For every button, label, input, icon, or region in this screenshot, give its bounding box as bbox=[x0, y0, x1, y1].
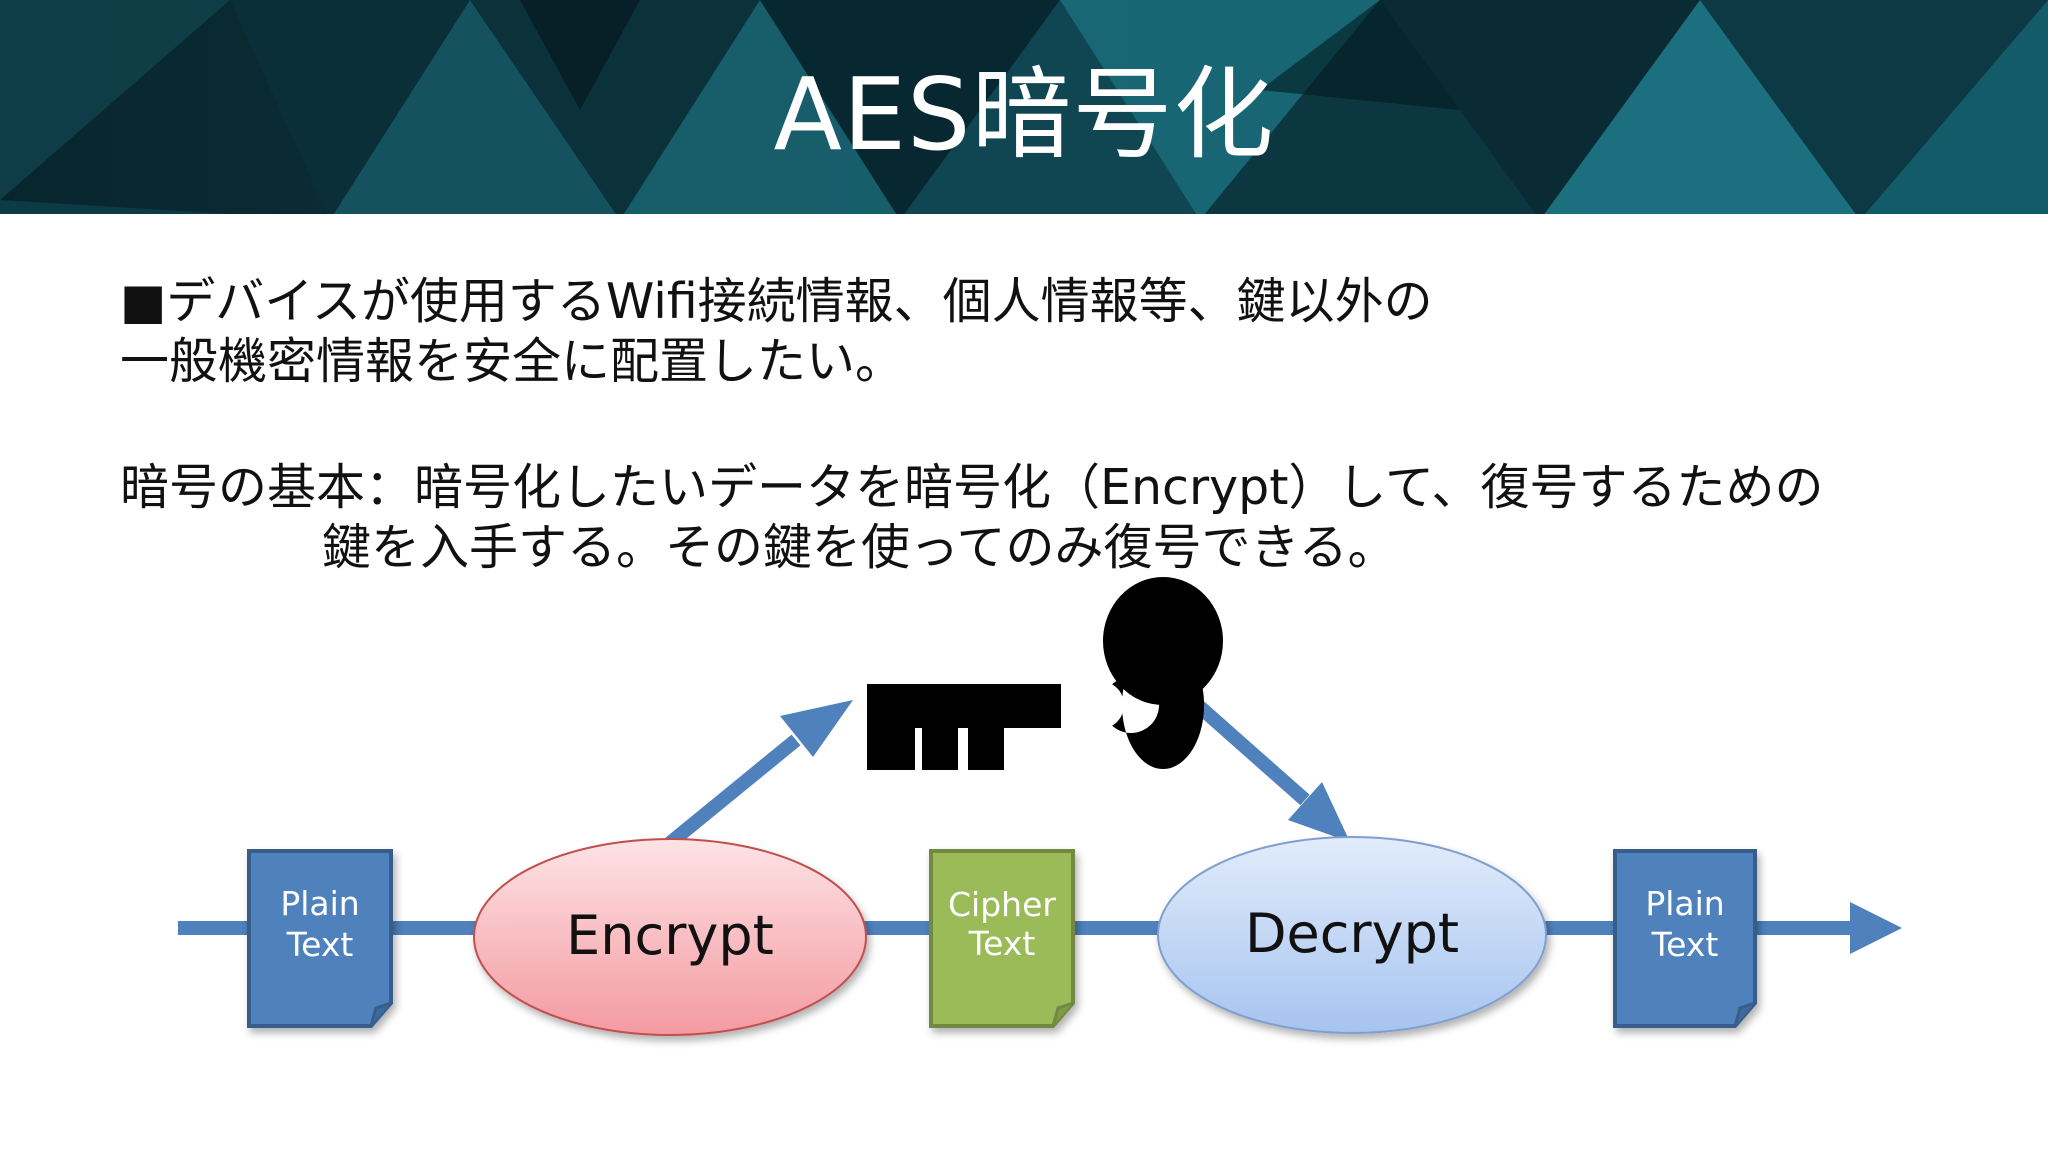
bullet-text-line-2: 一般機密情報を安全に配置したい。 bbox=[120, 333, 905, 390]
decrypt-label: Decrypt bbox=[1245, 902, 1459, 965]
plain-text-input-label-line2: Text bbox=[286, 925, 354, 964]
header-background bbox=[0, 0, 2048, 220]
cipher-text-label-line1: Cipher bbox=[948, 885, 1056, 924]
plain-text-output-label-line2: Text bbox=[1651, 925, 1719, 964]
header-banner: AES暗号化 bbox=[0, 0, 2048, 220]
basics-text-line-1: 暗号の基本：暗号化したいデータを暗号化（Encrypt）して、復号するための bbox=[120, 459, 1824, 516]
plain-text-input-label-line1: Plain bbox=[280, 884, 359, 923]
key-ring-hole bbox=[1076, 681, 1124, 729]
cipher-text-label-line2: Text bbox=[968, 924, 1036, 963]
basics-text-line-2: 鍵を入手する。その鍵を使ってのみ復号できる。 bbox=[322, 519, 1397, 576]
bullet-text-line-1: ■デバイスが使用するWifi接続情報、個人情報等、鍵以外の bbox=[120, 273, 1433, 330]
encrypt-label: Encrypt bbox=[566, 904, 774, 967]
encrypt-to-key-arrow bbox=[665, 700, 853, 849]
cipher-text-document bbox=[929, 849, 1075, 1028]
plain-text-output-document bbox=[1613, 849, 1757, 1028]
key-icon bbox=[867, 577, 1223, 770]
key-to-decrypt-arrow bbox=[1187, 694, 1350, 842]
plain-text-output-label-line1: Plain bbox=[1645, 884, 1724, 923]
plain-text-input-document bbox=[247, 849, 393, 1028]
slide-title: AES暗号化 bbox=[773, 55, 1275, 173]
decrypt-process-oval bbox=[1157, 836, 1547, 1034]
encrypt-process-oval bbox=[473, 838, 867, 1036]
